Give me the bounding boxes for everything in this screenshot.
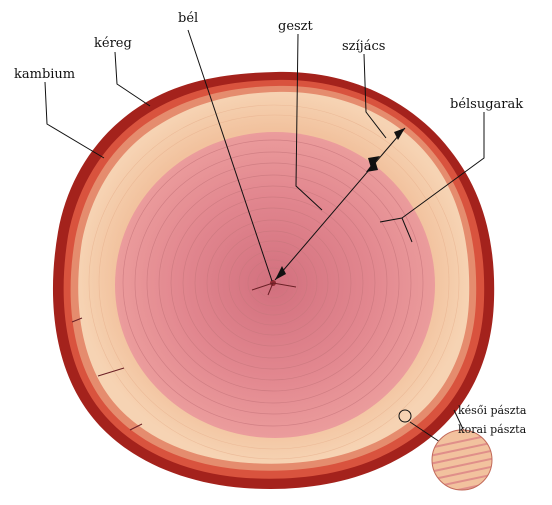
magnified-detail [420,430,505,505]
label-kambium: kambium [14,67,75,82]
label-bel: bél [178,11,198,26]
label-kesoi-paszta: késői pászta [458,404,527,417]
label-szijacs: szíjács [342,39,385,54]
kambium-leader [45,82,104,158]
kereg-leader [115,52,150,106]
label-geszt: geszt [278,19,314,34]
label-kereg: kéreg [94,36,132,51]
label-belsugarak: bélsugarak [450,97,523,112]
label-korai-paszta: korai pászta [458,423,527,436]
